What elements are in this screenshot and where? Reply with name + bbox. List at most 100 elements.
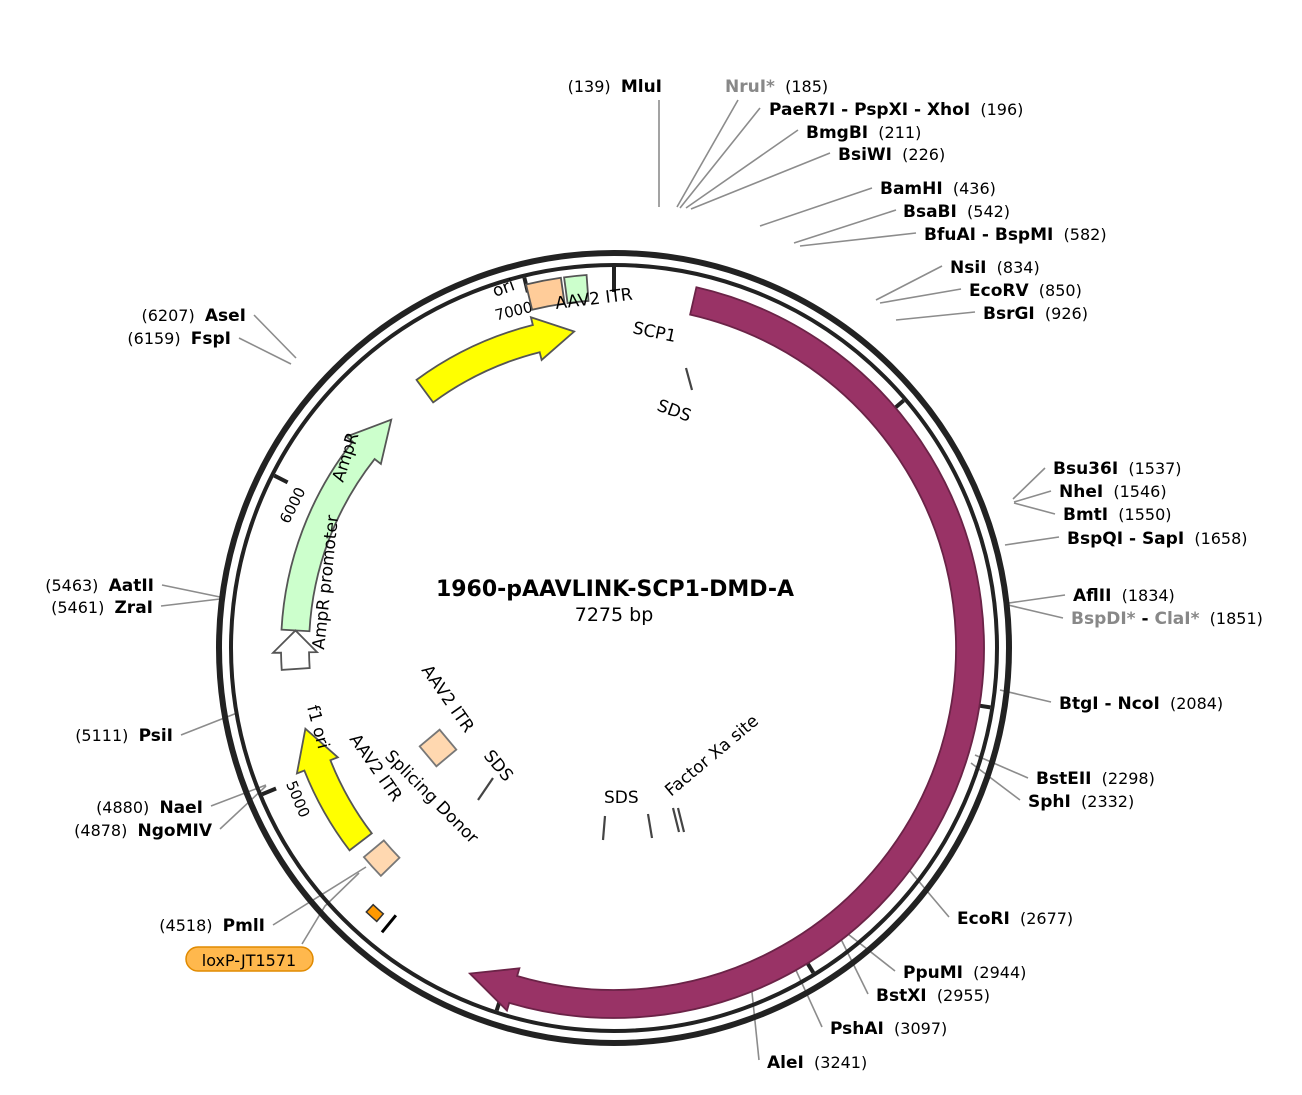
site-position: (211): [878, 123, 921, 142]
site-name: PaeR7I: [769, 100, 835, 120]
leader-line: [875, 265, 943, 301]
site-position: (5463): [45, 576, 98, 595]
site-naei: (4880) NaeI: [96, 798, 203, 818]
site-name: NgoMIV: [138, 821, 213, 841]
site-separator: -: [1136, 609, 1155, 629]
site-separator: -: [1123, 529, 1142, 549]
site-position: (1537): [1128, 459, 1181, 478]
site-name: BtgI: [1059, 694, 1099, 714]
backbone-outer-ring: [216, 250, 1012, 1046]
site-name: EcoRV: [969, 281, 1029, 301]
site-bsrgi: BsrGI (926): [983, 304, 1088, 324]
site-position: (196): [980, 100, 1023, 119]
site-name: PpuMI: [903, 963, 963, 983]
site-name: BsrGI: [983, 304, 1035, 324]
tick-mark: [261, 786, 277, 797]
site-btgi: BtgI - NcoI (2084): [1059, 694, 1223, 714]
site-name: NcoI: [1117, 694, 1159, 714]
site-bsabi: BsaBI (542): [903, 202, 1010, 222]
site-name: XhoI: [927, 100, 970, 120]
site-name: PsiI: [139, 726, 173, 746]
leader-line: [685, 129, 799, 209]
site-bsu36i: Bsu36I (1537): [1053, 459, 1182, 479]
site-name: EcoRI: [957, 909, 1010, 929]
tick-label: 5000: [282, 778, 313, 820]
loxp-label: loxP-JT1571: [202, 951, 296, 970]
site-position: (2298): [1102, 769, 1155, 788]
ampr-promoter-feature: [270, 629, 320, 671]
aav2-itr-box-top: [524, 276, 566, 311]
leader-line: [1004, 536, 1060, 546]
tick-label: 7000: [493, 298, 534, 324]
site-name: PmlI: [223, 916, 265, 936]
aav2-itr-inner-label: AAV2 ITR: [417, 661, 478, 736]
leader-line: [1013, 490, 1052, 503]
site-position: (1851): [1210, 609, 1263, 628]
leader-line: [895, 311, 976, 321]
site-name: BspQI: [1067, 529, 1123, 549]
site-marker: [684, 367, 694, 391]
site-position: (3097): [894, 1019, 947, 1038]
site-separator: -: [835, 100, 854, 120]
site-name: MluI: [621, 77, 662, 97]
site-name: FspI: [191, 329, 231, 349]
site-position: (139): [568, 77, 611, 96]
site-name: BspDI*: [1071, 609, 1136, 629]
site-ngomiv: (4878) NgoMIV: [74, 821, 213, 841]
site-nrui: NruI* (185): [725, 77, 828, 97]
site-fspi: (6159) FspI: [127, 329, 231, 349]
site-position: (4878): [74, 821, 127, 840]
backbone: [216, 250, 1012, 1046]
loxp-leader-line: [301, 872, 360, 945]
site-name: BsaBI: [903, 202, 957, 222]
leader-line: [272, 866, 367, 926]
site-name: BstEII: [1036, 769, 1091, 789]
f1-ori-feature: [295, 727, 374, 852]
site-name: ClaI*: [1154, 609, 1199, 629]
site-position: (6159): [127, 329, 180, 348]
scp1-box: [563, 274, 590, 305]
site-name: NsiI: [950, 258, 987, 278]
site-nsii: NsiI (834): [950, 258, 1040, 278]
site-ecori: EcoRI (2677): [957, 909, 1073, 929]
site-name: PspXI: [854, 100, 908, 120]
site-bsiwi: BsiWI (226): [838, 145, 945, 165]
site-ecorv: EcoRV (850): [969, 281, 1082, 301]
site-position: (1546): [1113, 482, 1166, 501]
site-paer7i: PaeR7I - PspXI - XhoI (196): [769, 100, 1023, 120]
site-bmti: BmtI (1550): [1063, 505, 1172, 525]
site-marker: [601, 815, 607, 841]
site-position: (3241): [814, 1053, 867, 1072]
site-position: (226): [902, 145, 945, 164]
site-name: ZraI: [114, 598, 153, 618]
site-marker: [646, 813, 654, 839]
site-position: (6207): [141, 306, 194, 325]
plasmid-size: 7275 bp: [575, 604, 654, 626]
site-position: (4880): [96, 798, 149, 817]
site-zrai: (5461) ZraI: [51, 598, 153, 618]
site-position: (542): [967, 202, 1010, 221]
site-bstxi: BstXI (2955): [876, 986, 990, 1006]
ori-feature: [415, 315, 576, 404]
site-position: (1658): [1194, 529, 1247, 548]
site-position: (834): [997, 258, 1040, 277]
leader-line: [676, 99, 739, 208]
aav2-itr-box-lower: [362, 839, 401, 878]
features: [270, 274, 985, 1019]
site-marker: [676, 807, 686, 833]
sds-mid-label: SDS: [604, 788, 639, 808]
aav2-itr-box-inner: [418, 728, 458, 768]
site-name: BspMI: [995, 225, 1054, 245]
site-name: BamHI: [880, 179, 943, 199]
site-name: SapI: [1142, 529, 1184, 549]
site-position: (5461): [51, 598, 104, 617]
site-pshai: PshAI (3097): [830, 1019, 947, 1039]
restriction-sites: (139) MluI NruI* (185) PaeR7I - PspXI - Xh…: [45, 77, 1263, 1073]
site-marker: [671, 807, 681, 833]
splicing-donor-marker: [365, 903, 385, 923]
scp1-label: SCP1: [631, 318, 678, 347]
site-position: (2332): [1081, 792, 1134, 811]
plasmid-title: 1960-pAAVLINK-SCP1-DMD-A: [436, 577, 794, 602]
site-name: NruI*: [725, 77, 775, 97]
